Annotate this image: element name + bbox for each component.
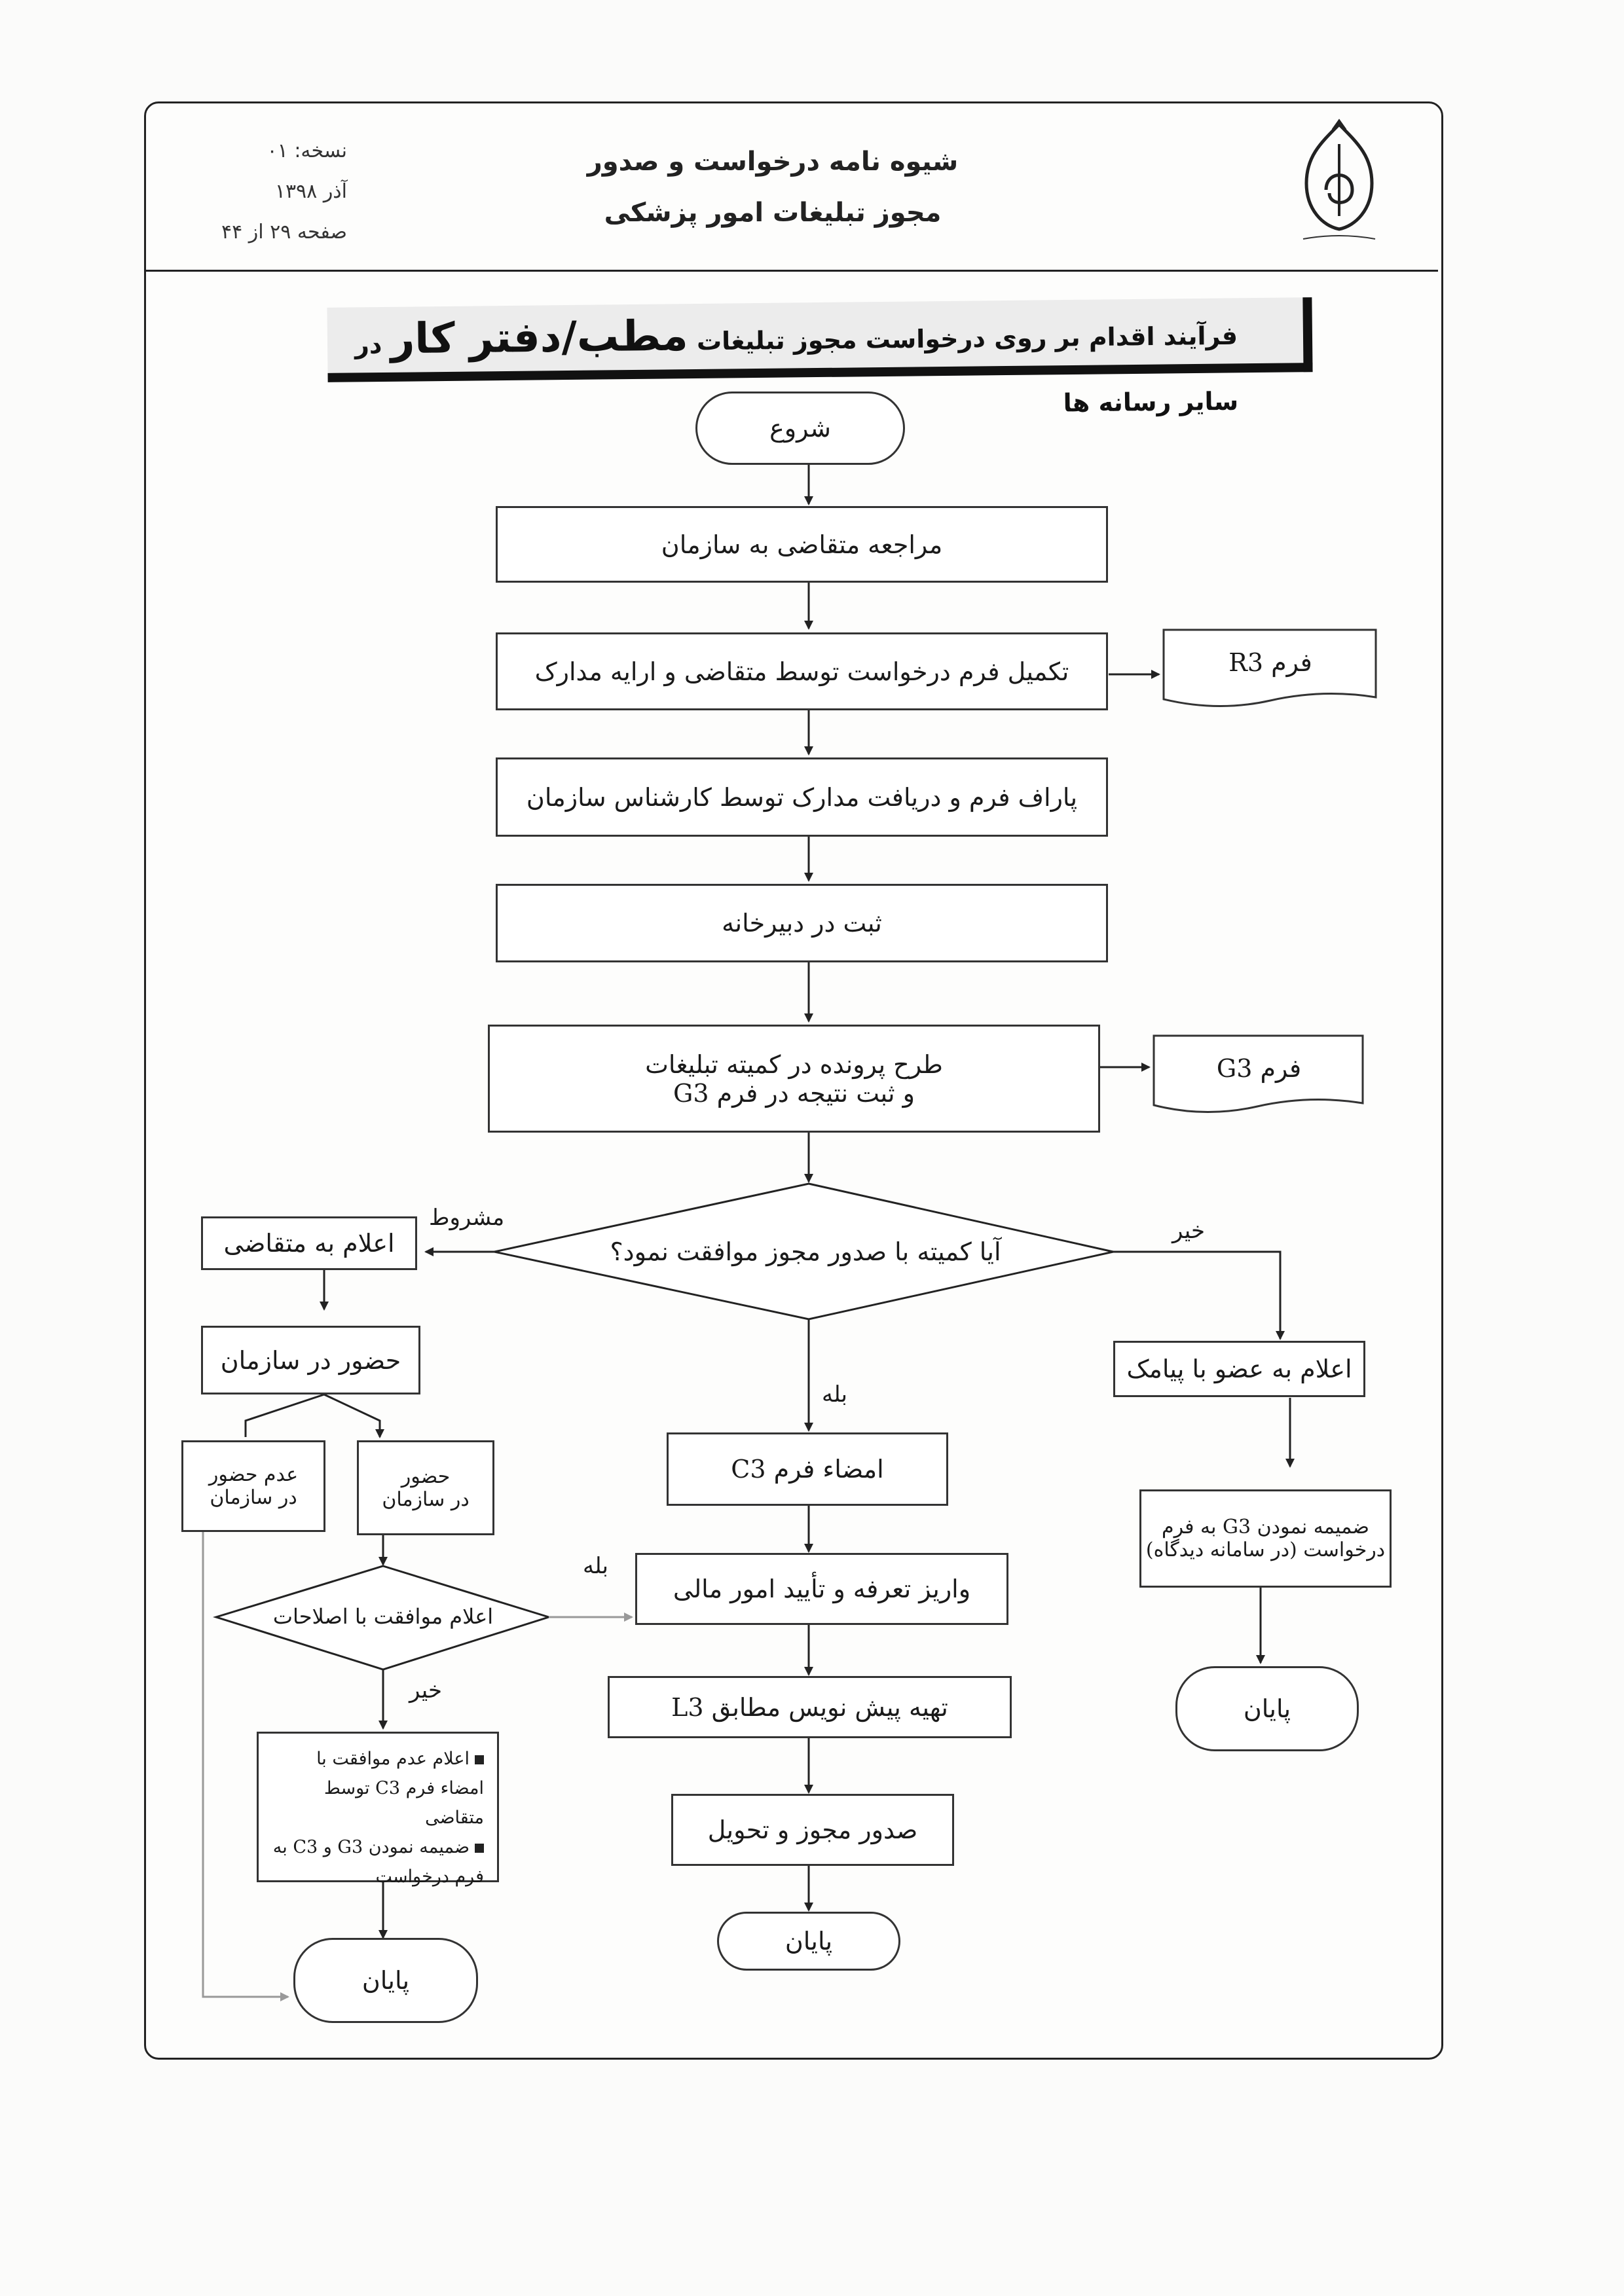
not-attend-line-2: در سازمان (210, 1486, 297, 1509)
rejection-notes: اعلام عدم موافقت با امضاء فرم C3 توسط مت… (257, 1732, 499, 1887)
version-text: نسخه: ۰۱ (267, 139, 347, 162)
attach-g3-line-1: ضمیمه نمودن G3 به فرم (1162, 1516, 1369, 1539)
form-r3-label: فرم R3 (1228, 648, 1312, 677)
page-number-text: صفحه ۲۹ از ۴۴ (221, 221, 347, 244)
committee-review-line-2: و ثبت نتیجه در فرم G3 (673, 1078, 915, 1108)
cond-attend: حضور در سازمان (357, 1440, 494, 1535)
attend-line-1: حضور (401, 1465, 451, 1488)
step-initial-review: پاراف فرم و دریافت مدارک توسط کارشناس سا… (496, 757, 1108, 837)
yes-sign-form: امضاء فرم C3 (667, 1432, 948, 1506)
yes-payment-approval: واریز تعرفه و تأیید امور مالی (635, 1553, 1008, 1625)
note-item-2: ضمیمه نمودن G3 و C3 به فرم درخواست (272, 1832, 484, 1891)
bullet-square-icon (475, 1755, 484, 1764)
date-text: آذر ۱۳۹۸ (274, 180, 347, 203)
header-divider (145, 270, 1438, 272)
label-no-2: خیر (409, 1677, 443, 1704)
attend-line-2: در سازمان (382, 1487, 470, 1511)
cond-notify-applicant: اعلام به متقاضی (201, 1216, 417, 1270)
label-conditional: مشروط (429, 1205, 505, 1231)
cond-attend-organization: حضور در سازمان (201, 1326, 420, 1394)
step-register-secretariat: ثبت در دبیرخانه (496, 884, 1108, 962)
label-yes: بله (822, 1381, 847, 1408)
organization-logo-icon (1302, 118, 1376, 240)
end-node-right: پایان (1175, 1666, 1359, 1751)
bullet-square-icon (475, 1844, 484, 1853)
decision-committee-approval: آیا کمیته با صدور مجوز موافقت نمود؟ (610, 1237, 1001, 1266)
title-line-2: مجوز تبلیغات امور پزشکی (604, 198, 942, 228)
form-g3-document-icon (1153, 1034, 1364, 1114)
form-r3-document-icon (1162, 629, 1377, 708)
yes-issue-license: صدور مجوز و تحویل (671, 1794, 954, 1866)
note-1-text: اعلام عدم موافقت با امضاء فرم C3 توسط مت… (316, 1749, 484, 1828)
note-2-text: ضمیمه نمودن G3 و C3 به فرم درخواست (272, 1837, 484, 1887)
attach-g3-line-2: درخواست (در سامانه دیدگاه) (1145, 1539, 1386, 1561)
cond-not-attend: عدم حضور در سازمان (181, 1440, 325, 1532)
end-node-center: پایان (717, 1912, 900, 1971)
start-node: شروع (695, 392, 905, 465)
title-line-1: شیوه نامه درخواست و صدور (587, 147, 959, 177)
end-node-left: پایان (293, 1938, 478, 2023)
label-no: خیر (1172, 1218, 1206, 1244)
no-sms-notify: اعلام به عضو با پیامک (1113, 1341, 1365, 1397)
document-title: شیوه نامه درخواست و صدور مجوز تبلیغات ام… (537, 136, 1008, 238)
form-g3-label: فرم G3 (1216, 1054, 1302, 1083)
label-yes-2: بله (583, 1553, 608, 1579)
not-attend-line-1: عدم حضور (208, 1463, 299, 1486)
no-attach-g3: ضمیمه نمودن G3 به فرم درخواست (در سامانه… (1139, 1489, 1392, 1588)
document-meta: نسخه: ۰۱ آذر ۱۳۹۸ صفحه ۲۹ از ۴۴ (177, 131, 347, 253)
step-complete-form: تکمیل فرم درخواست توسط متقاضی و ارایه مد… (496, 632, 1108, 710)
committee-review-line-1: طرح پرونده در کمیته تبلیغات (645, 1049, 943, 1079)
step-applicant-visit: مراجعه متقاضی به سازمان (496, 506, 1108, 583)
note-item-1: اعلام عدم موافقت با امضاء فرم C3 توسط مت… (272, 1744, 484, 1832)
step-committee-review: طرح پرونده در کمیته تبلیغات و ثبت نتیجه … (488, 1025, 1100, 1133)
yes-prepare-draft: تهیه پیش نویس مطابق L3 (608, 1676, 1012, 1738)
decision-approve-with-changes: اعلام موافقت با اصلاحات (272, 1604, 494, 1629)
